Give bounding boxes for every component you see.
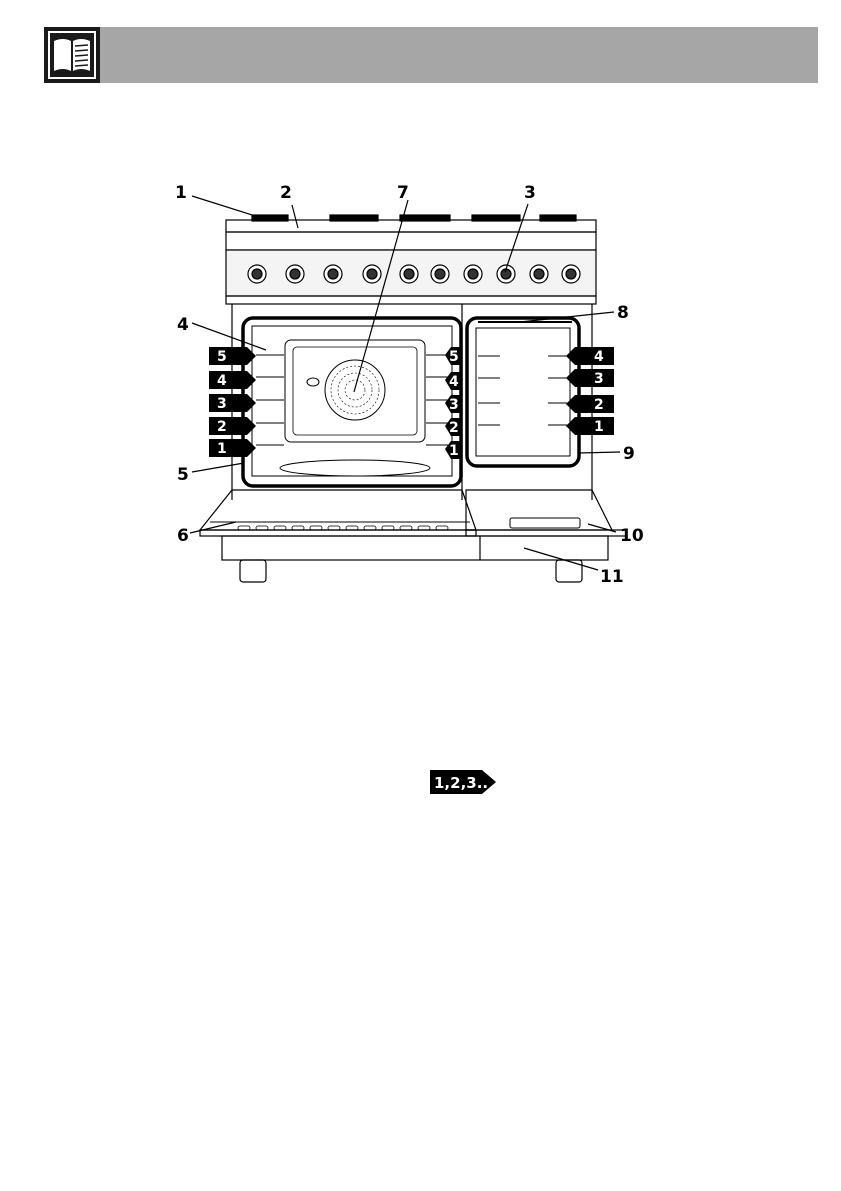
callout-8: 8	[617, 303, 629, 323]
control-panel-base	[226, 296, 596, 304]
svg-text:1,2,3..: 1,2,3..	[434, 774, 488, 792]
shelf-tag: 4	[209, 371, 256, 389]
burner-grate	[540, 215, 576, 221]
svg-text:2: 2	[594, 397, 604, 413]
storage-compartment	[222, 536, 608, 560]
shelf-tag: 1	[566, 417, 614, 435]
callout-6: 6	[177, 526, 189, 546]
control-panel-top	[226, 232, 596, 250]
shelf-tag: 4	[445, 372, 462, 390]
svg-text:5: 5	[449, 349, 459, 365]
knob	[464, 265, 482, 283]
callout-1: 1	[175, 183, 187, 203]
knob	[400, 265, 418, 283]
knob	[562, 265, 580, 283]
svg-text:3: 3	[449, 397, 459, 413]
callout-10: 10	[620, 526, 644, 546]
knob	[530, 265, 548, 283]
svg-text:3: 3	[594, 371, 604, 387]
burner-grate	[400, 215, 450, 221]
knob	[363, 265, 381, 283]
svg-text:1: 1	[594, 419, 604, 435]
shelf-tag: 2	[445, 418, 462, 436]
callout-11: 11	[600, 567, 624, 587]
callout-5: 5	[177, 465, 189, 485]
shelf-tag: 2	[566, 395, 614, 413]
left-shelf-tags: 5 4 3 2 1	[209, 347, 256, 457]
shelf-tag: 5	[445, 347, 462, 365]
left-inner-shelf-tags: 5 4 3 2 1	[445, 347, 462, 459]
shelf-tag: 5	[209, 347, 256, 365]
knob	[248, 265, 266, 283]
shelf-tag: 3	[445, 395, 462, 413]
foot	[240, 560, 266, 582]
callout-4: 4	[177, 315, 189, 335]
svg-text:5: 5	[217, 349, 227, 365]
svg-text:2: 2	[449, 420, 459, 436]
callout-9: 9	[623, 444, 635, 464]
burner-grate	[330, 215, 378, 221]
sequence-steps-icon: 1,2,3..	[430, 768, 500, 796]
shelf-tag: 2	[209, 417, 256, 435]
burner-grate	[472, 215, 520, 221]
auxiliary-oven-cavity	[467, 318, 579, 466]
svg-text:4: 4	[449, 374, 459, 390]
foot	[556, 560, 582, 582]
svg-text:1: 1	[449, 443, 459, 459]
main-oven-door	[200, 490, 476, 530]
knob	[431, 265, 449, 283]
callout-3: 3	[524, 183, 536, 203]
main-oven-cavity	[243, 318, 461, 486]
hob-surface	[226, 220, 596, 232]
svg-text:3: 3	[217, 396, 227, 412]
knob	[286, 265, 304, 283]
shelf-tag: 4	[566, 347, 614, 365]
right-shelf-tags: 4 3 2 1	[566, 347, 614, 435]
shelf-tag: 3	[209, 394, 256, 412]
svg-text:4: 4	[217, 373, 227, 389]
shelf-tag: 1	[445, 441, 462, 459]
svg-text:2: 2	[217, 419, 227, 435]
knob	[324, 265, 342, 283]
callout-2: 2	[280, 183, 292, 203]
shelf-tag: 1	[209, 439, 256, 457]
svg-text:4: 4	[594, 349, 604, 365]
shelf-tag: 3	[566, 369, 614, 387]
callout-7: 7	[397, 183, 409, 203]
burner-grate	[252, 215, 288, 221]
range-cooker-diagram: 1 2 7 3 4 8 5 9 6 10 11 5 4 3 2 1 5 4 3 …	[0, 0, 841, 640]
svg-text:1: 1	[217, 441, 227, 457]
